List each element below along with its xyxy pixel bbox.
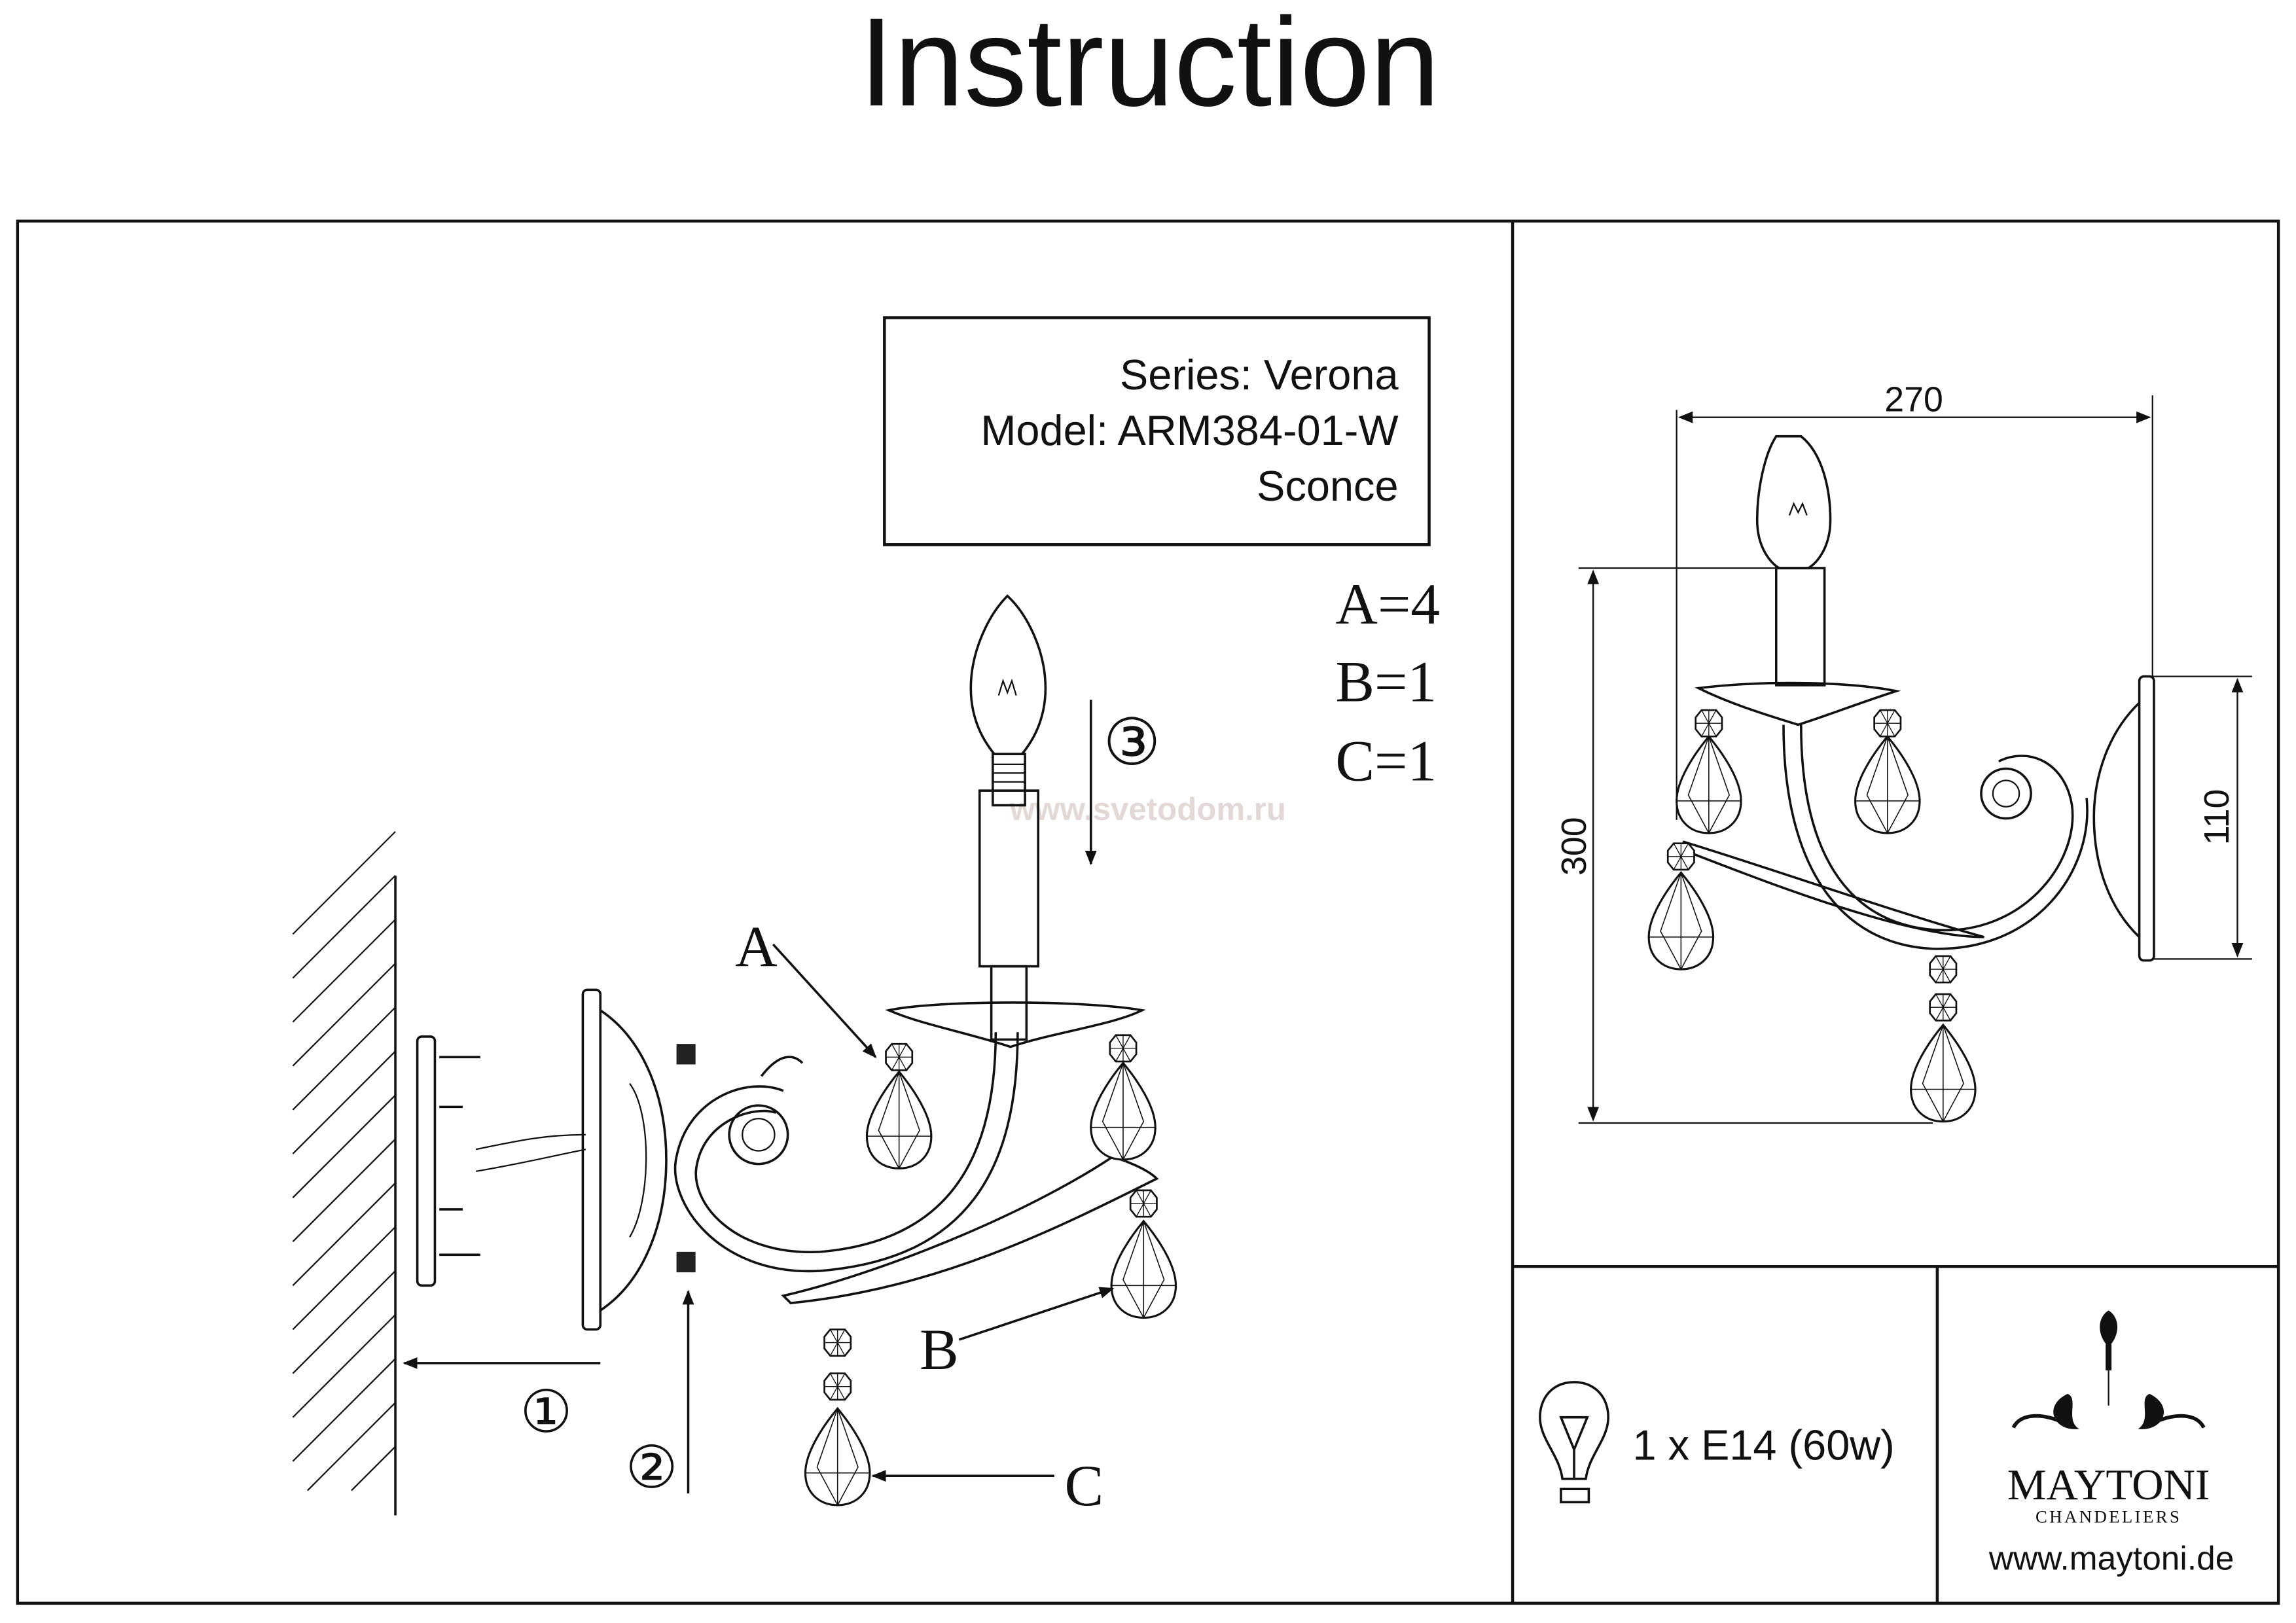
assembly-drawing: A B C ① ② ③ [292,594,1177,1518]
watermark: www.svetodom.ru [1009,791,1286,827]
candle-cup [885,965,1146,1048]
info-box: Series: Verona Model: ARM384-01-W Sconce [883,316,1431,546]
step-2: ② [625,1436,677,1501]
dimension-height: 300 [1554,817,1594,876]
brand-url[interactable]: www.maytoni.de [1988,1539,2234,1577]
callout-a: A [735,915,778,980]
sconce-arm [673,1032,1159,1305]
type-label: Sconce [1257,462,1398,510]
bulb-icon [1539,1381,1609,1504]
wall-hatch [292,830,397,1516]
callout-c: C [1064,1454,1103,1518]
callout-b: B [920,1317,959,1382]
brand-name: MAYTONI [2007,1460,2210,1509]
ornament-icon [2011,1310,2206,1429]
step-3: ③ [1103,707,1160,779]
bulb-spec-label: 1 x E14 (60w) [1633,1421,1895,1469]
outer-frame [16,219,2280,1605]
backplate [581,988,668,1331]
parts-list: A=4 B=1 C=1 [1335,572,1440,793]
brand-logo: MAYTONI CHANDELIERS www.maytoni.de [1988,1310,2234,1577]
mounting-plate [416,1035,586,1287]
nut-top [676,1044,696,1065]
part-b-count: B=1 [1335,650,1437,715]
dimension-depth: 110 [2197,789,2236,846]
model-label: Model: ARM384-01-W [980,406,1399,454]
part-c-count: C=1 [1335,728,1437,793]
page-title: Instruction [859,0,1440,132]
nut-bottom [676,1251,696,1273]
brand-tagline: CHANDELIERS [2036,1507,2181,1527]
bulb-spec: 1 x E14 (60w) [1539,1381,1895,1504]
dimension-drawing: 270 300 110 [1554,380,2252,1124]
dimension-width: 270 [1884,380,1943,419]
part-a-count: A=4 [1335,572,1440,637]
series-label: Series: Verona [1120,351,1399,399]
step-1: ① [520,1380,572,1445]
bulb-drawing [969,594,1047,807]
